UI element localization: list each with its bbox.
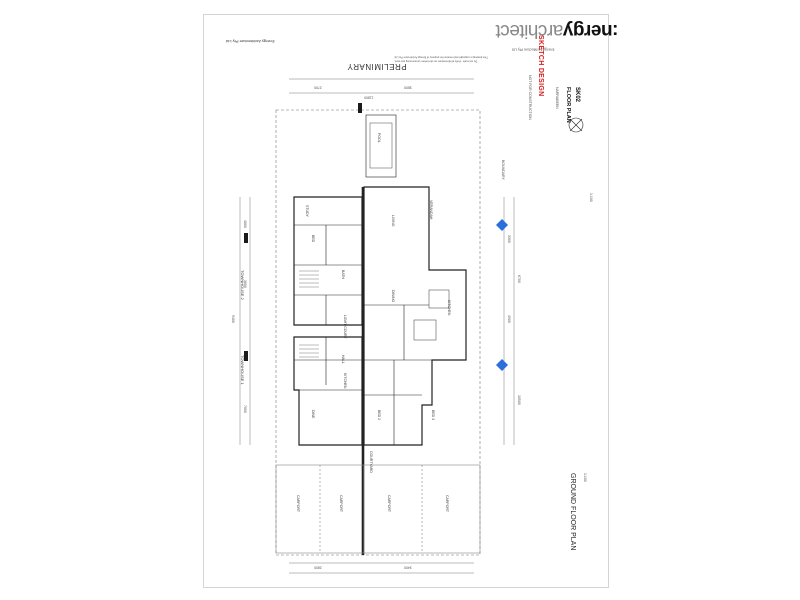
room-label: CARPORT <box>445 495 449 513</box>
room-label: HALL <box>341 355 345 364</box>
room-label: BED 3 <box>431 410 435 421</box>
room-label: KITCHEN <box>447 300 451 316</box>
dimension-label: 9400 <box>231 315 235 323</box>
room-label: BED 2 <box>377 410 381 421</box>
dimension-label: 4800 <box>243 220 247 228</box>
room-label: KITCHEN <box>343 373 347 389</box>
room-label: BED <box>311 235 315 243</box>
dimension-label: 10500 <box>517 395 521 405</box>
floor-plan-drawing <box>239 78 584 574</box>
section-marker <box>244 351 248 361</box>
dimension-label: 2700 <box>314 85 322 90</box>
dimension-label: 6700 <box>517 275 521 283</box>
room-label: DINING <box>391 290 395 303</box>
section-marker <box>358 103 362 113</box>
elevation-marker-icon <box>496 219 508 231</box>
room-label: BATH <box>341 270 345 280</box>
room-label: DINE <box>311 410 315 419</box>
dimension-label: 3400 <box>404 565 412 570</box>
north-arrow-icon <box>568 117 584 133</box>
room-label: COURTYARD <box>369 451 373 473</box>
room-label: VERANDAH <box>429 200 433 220</box>
room-label: LIGHT COURT <box>343 315 347 339</box>
dimension-label: 7000 <box>243 405 247 413</box>
dimension-label: 3300 <box>507 235 511 243</box>
room-label: STUDY <box>305 205 309 217</box>
elevation-marker-icon <box>496 359 508 371</box>
dimension-label: 11800 <box>364 95 374 100</box>
section-marker <box>244 233 248 243</box>
plan-sheet: :nergyarchitect Energy Architecture Pty … <box>203 14 618 588</box>
room-label: LIVING <box>391 215 395 227</box>
room-label: CARPORT <box>387 495 391 513</box>
site-boundary <box>275 109 481 556</box>
room-label: CARPORT <box>296 495 300 513</box>
dimension-label: 4900 <box>507 315 511 323</box>
room-label: POOL <box>377 133 381 143</box>
dimension-label: 3800 <box>404 85 412 90</box>
room-label: CARPORT <box>339 495 343 513</box>
dimension-label: 3600 <box>243 280 247 288</box>
dimension-label: 2800 <box>314 565 322 570</box>
